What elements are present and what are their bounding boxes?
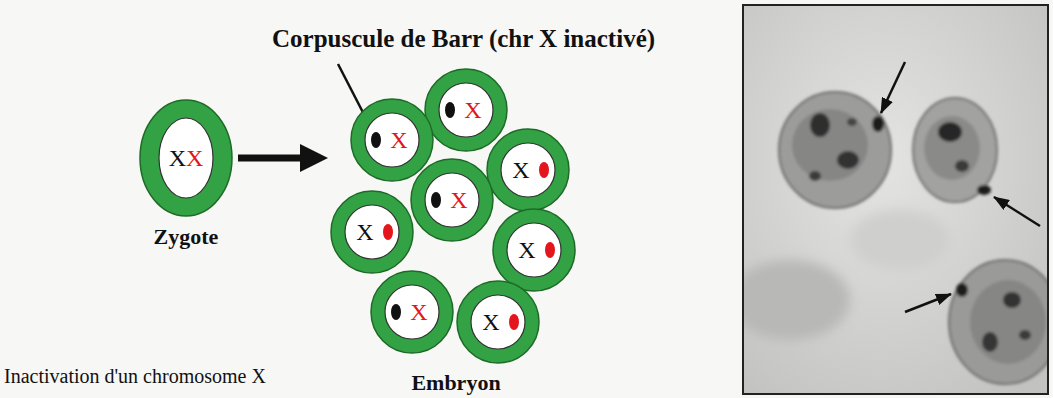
group-label-box: Embryon [330, 370, 582, 396]
cytoplasm [371, 271, 453, 353]
stage-label: Zygote [116, 224, 256, 250]
nucleus-body [779, 92, 891, 208]
cytoplasm [140, 100, 232, 216]
chromatin-spot [809, 171, 821, 181]
nucleus [501, 143, 555, 197]
chromosome-row: XX [136, 144, 236, 175]
chromatin-spot [955, 160, 969, 172]
embryo-cell: X [350, 98, 434, 182]
barr-body [391, 304, 401, 320]
cytoplasm [457, 281, 539, 363]
chromatin [970, 280, 1046, 364]
nucleus [365, 113, 419, 167]
chromatin-spot [847, 118, 857, 126]
chromosome-letter: X [464, 96, 481, 124]
embryo-group: Embryon X X X X X X X X [330, 66, 582, 396]
barr-body [539, 162, 549, 178]
embryo-cell: X [486, 128, 570, 212]
chromatin-spot [1003, 292, 1021, 308]
photo-shade [850, 210, 950, 270]
cytoplasm [331, 191, 413, 273]
embryo-cell: X [424, 68, 508, 152]
barr-body [445, 102, 455, 118]
cell-label-box: Zygote [116, 224, 256, 250]
title-label: Corpuscule de Barr (chr X inactivé) [272, 24, 655, 54]
barr-body [956, 283, 968, 297]
chromosome-letter: X [512, 156, 529, 184]
chromatin-spot [938, 122, 962, 142]
nucleus [471, 295, 525, 349]
embryo-cell: X [492, 208, 576, 292]
chromatin [792, 109, 868, 181]
cell-nucleus [949, 260, 1048, 384]
caption-label-box: Inactivation d'un chromosome X [4, 364, 266, 388]
nucleus [159, 118, 213, 198]
barr-body [545, 242, 555, 258]
stage-label: Embryon [330, 370, 582, 396]
chromosome-letter: X [356, 218, 373, 246]
cytoplasm [411, 159, 493, 241]
barr-body [371, 132, 381, 148]
micrograph [743, 5, 1048, 394]
pointer-arrow [994, 197, 1040, 226]
pointer-arrow [881, 62, 905, 113]
nucleus [385, 285, 439, 339]
cytoplasm [487, 129, 569, 211]
chromatin-spot [982, 332, 998, 352]
arrow-connector [238, 155, 308, 162]
pointer-arrow [905, 294, 951, 312]
barr-body [872, 116, 884, 132]
barr-body [977, 185, 991, 195]
barr-body [383, 224, 393, 240]
barr-body [431, 192, 441, 208]
chromosome-letter: X [390, 126, 407, 154]
nucleus-body [913, 98, 997, 202]
cell-nucleus [779, 92, 891, 208]
chromatin-spot [1019, 330, 1031, 340]
cell-nucleus [913, 98, 997, 202]
title-label-box: Corpuscule de Barr (chr X inactivé) [272, 24, 655, 54]
nucleus [345, 205, 399, 259]
embryo-cell: X [330, 190, 414, 274]
nucleus-body [949, 260, 1048, 384]
chromosome-letter: X [518, 236, 535, 264]
nucleus [439, 83, 493, 137]
chromatin-spot [810, 113, 830, 137]
cytoplasm [493, 209, 575, 291]
cytoplasm [351, 99, 433, 181]
chromosome-letter: X [169, 144, 186, 172]
caption-label: Inactivation d'un chromosome X [4, 364, 266, 388]
chromosome-letter: X [482, 308, 499, 336]
chromatin-spot [837, 151, 859, 169]
nucleus [507, 223, 561, 277]
embryo-cell: X [370, 270, 454, 354]
cytoplasm [425, 69, 507, 151]
photo-shade [743, 260, 850, 340]
barr-body [509, 314, 519, 330]
chromatin [924, 116, 980, 180]
nucleus [425, 173, 479, 227]
chromosome-letter: X [186, 144, 203, 172]
chromosome-letter: X [410, 298, 427, 326]
photo-frame [743, 5, 1048, 394]
chromosome-letter: X [450, 186, 467, 214]
embryo-cell: X [410, 158, 494, 242]
zygote-cell: XXZygote [136, 96, 236, 260]
embryo-cell: X [456, 280, 540, 364]
